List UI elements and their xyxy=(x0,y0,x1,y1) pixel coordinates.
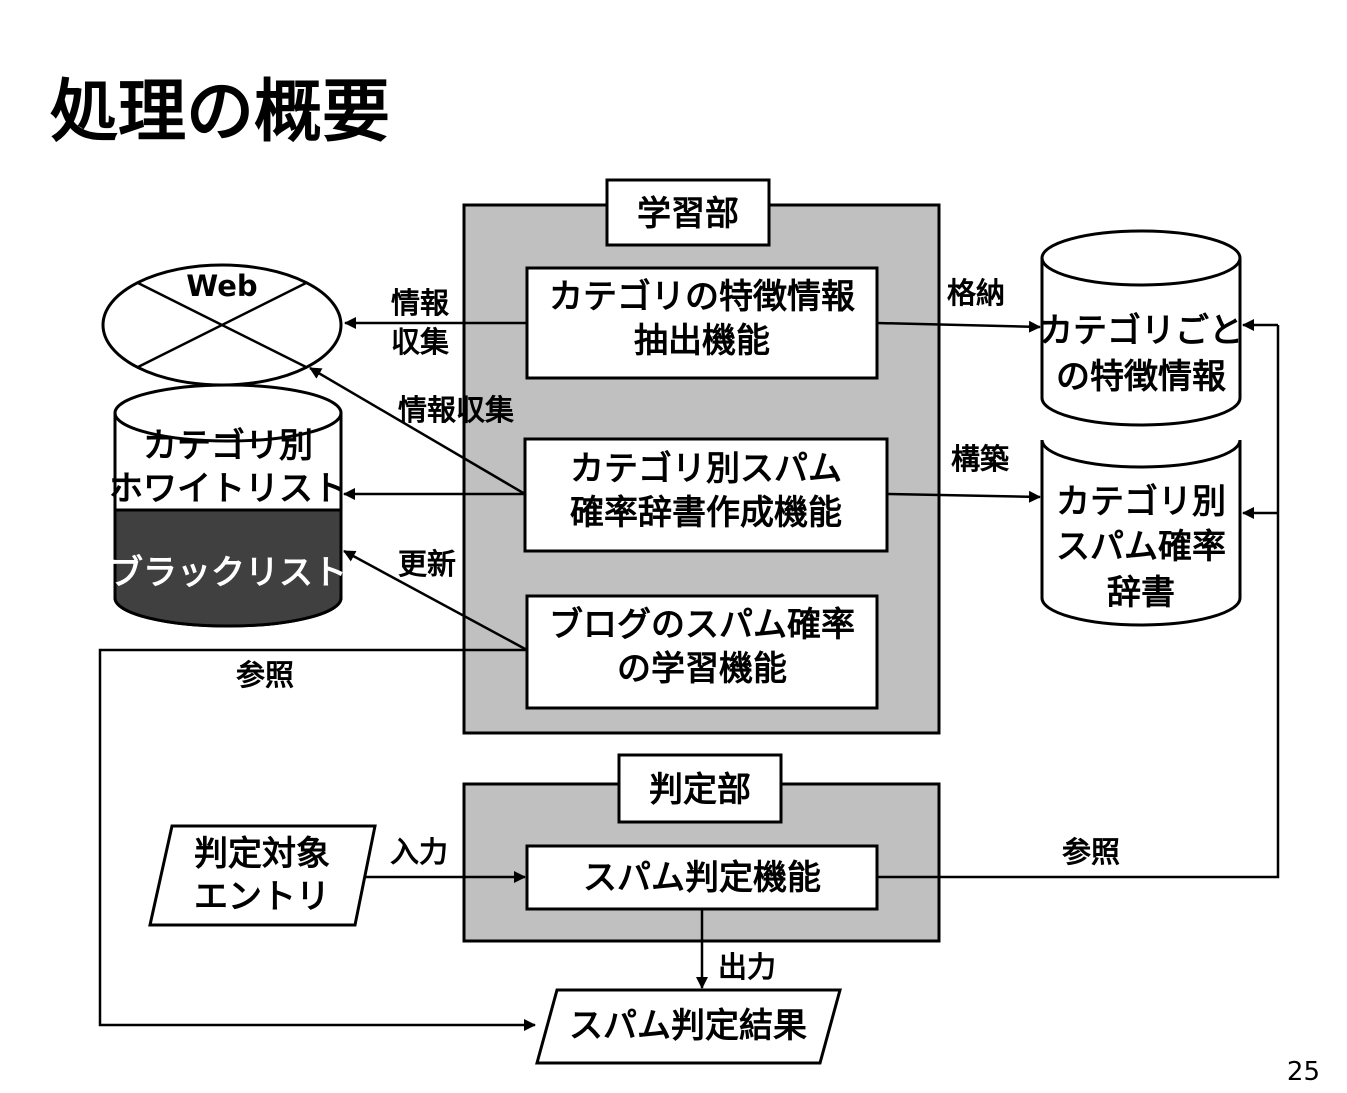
spam-judgment-box xyxy=(525,844,879,911)
feature-db-top xyxy=(1040,229,1242,287)
input-label: 入力 xyxy=(390,835,448,869)
output-label: 出力 xyxy=(718,950,776,984)
blacklist-segment xyxy=(113,508,343,628)
blog-learning-line2: の学習機能 xyxy=(617,649,787,689)
page-number: 25 xyxy=(1287,1057,1320,1087)
feature-db-line1: カテゴリごと xyxy=(1039,311,1243,351)
dictionary-db-line3: 辞書 xyxy=(1107,573,1175,613)
page-title: 処理の概要 xyxy=(50,73,390,152)
whitelist-db-top xyxy=(113,383,343,443)
dictionary-db-body xyxy=(1040,440,1242,627)
judgment-section-label: 判定部 xyxy=(649,770,751,810)
blog-learning-box xyxy=(525,594,879,710)
reference-left-label: 参照 xyxy=(236,658,294,692)
info-collect-label-line2: 収集 xyxy=(391,325,450,359)
target-entry-line2: エントリ xyxy=(194,877,330,917)
dictionary-db-top xyxy=(1040,439,1242,469)
info-collect-diagonal-label: 情報収集 xyxy=(398,393,515,427)
arrow-build-dictionary xyxy=(886,490,1041,503)
dictionary-creation-line2: 確率辞書作成機能 xyxy=(570,493,842,533)
arrow-info-collect-diagonal xyxy=(309,366,526,496)
build-label: 構築 xyxy=(951,442,1010,476)
feature-extraction-box xyxy=(525,266,879,380)
feature-db-body xyxy=(1040,258,1242,427)
target-entry-line1: 判定対象 xyxy=(194,834,330,874)
dictionary-db-line1: カテゴリ別 xyxy=(1056,482,1226,522)
feature-extraction-line2: 抽出機能 xyxy=(634,321,770,361)
judgment-section-label-box xyxy=(617,753,783,824)
learning-section-label-box xyxy=(605,178,771,247)
whitelist-line1: カテゴリ別 xyxy=(143,426,313,466)
info-collect-label-line1: 情報 xyxy=(391,286,450,320)
reference-right-label: 参照 xyxy=(1062,835,1120,869)
arrow-reference-to-result xyxy=(98,648,536,1031)
reference-right-line xyxy=(877,325,1280,879)
update-label: 更新 xyxy=(398,547,456,581)
result-label: スパム判定結果 xyxy=(569,1006,807,1046)
result-shape xyxy=(535,988,842,1065)
blacklist-label: ブラックリスト xyxy=(109,553,347,593)
dictionary-db-line2: スパム確率 xyxy=(1056,527,1226,567)
web-cross-line-2 xyxy=(137,281,307,369)
store-label: 格納 xyxy=(947,276,1005,310)
learning-section-label: 学習部 xyxy=(637,194,739,234)
whitelist-line2: ホワイトリスト xyxy=(109,469,347,509)
arrow-update-blacklist xyxy=(343,549,528,652)
feature-extraction-line1: カテゴリの特徴情報 xyxy=(549,277,855,317)
spam-judgment-label: スパム判定機能 xyxy=(583,858,821,898)
dictionary-creation-line1: カテゴリ別スパム xyxy=(570,449,842,489)
target-entry-shape xyxy=(148,824,377,927)
blog-learning-line1: ブログのスパム確率 xyxy=(549,605,855,645)
arrow-store-feature xyxy=(876,320,1041,333)
feature-db-line2: の特徴情報 xyxy=(1056,357,1226,397)
web-label: Web xyxy=(186,269,257,303)
